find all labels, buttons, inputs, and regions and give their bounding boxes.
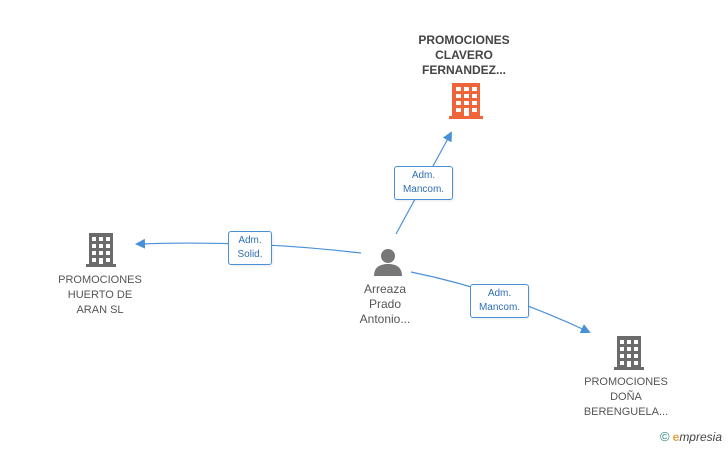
company-bottom-right-line-1: PROMOCIONES <box>584 376 668 388</box>
relation-top-line-1: Adm. <box>411 170 436 181</box>
company-left-line-3: ARAN SL <box>76 304 124 316</box>
person-line-1: Arreaza <box>363 282 407 296</box>
relation-badge-left[interactable]: Adm. Solid. <box>228 231 272 265</box>
company-label-top[interactable]: PROMOCIONES CLAVERO FERNANDEZ... <box>404 33 524 78</box>
relation-left-line-1: Adm. <box>238 235 262 246</box>
company-left-line-1: PROMOCIONES <box>58 274 142 286</box>
company-bottom-right-line-3: BERENGUELA... <box>583 406 669 418</box>
brand-logo-text: mpresia <box>679 430 722 444</box>
building-icon[interactable] <box>449 83 483 119</box>
company-label-left[interactable]: PROMOCIONES HUERTO DE ARAN SL <box>40 273 160 318</box>
copyright-brand: ©empresia <box>660 429 722 444</box>
person-label[interactable]: Arreaza Prado Antonio... <box>335 282 435 327</box>
relation-badge-bottom-right[interactable]: Adm. Mancom. <box>470 284 529 318</box>
relation-top-line-2: Mancom. <box>402 184 445 195</box>
relation-left-line-2: Solid. <box>237 249 263 260</box>
relation-bottom-right-line-1: Adm. <box>487 288 512 299</box>
company-left-line-2: HUERTO DE <box>67 289 133 301</box>
person-icon[interactable] <box>373 247 403 277</box>
company-top-line-1: PROMOCIONES <box>418 33 510 47</box>
company-top-line-2: CLAVERO <box>435 48 493 62</box>
building-icon[interactable] <box>86 233 116 267</box>
company-top-line-3: FERNANDEZ... <box>422 63 506 77</box>
building-icon[interactable] <box>614 336 644 370</box>
company-label-bottom-right[interactable]: PROMOCIONES DOÑA BERENGUELA... <box>566 375 686 420</box>
copyright-symbol: © <box>660 429 670 444</box>
relation-badge-top[interactable]: Adm. Mancom. <box>394 166 453 200</box>
relation-bottom-right-line-2: Mancom. <box>478 302 521 313</box>
person-line-3: Antonio... <box>359 312 411 326</box>
company-bottom-right-line-2: DOÑA <box>610 391 642 403</box>
person-line-2: Prado <box>368 297 402 311</box>
brand-logo-initial: e <box>672 430 680 444</box>
